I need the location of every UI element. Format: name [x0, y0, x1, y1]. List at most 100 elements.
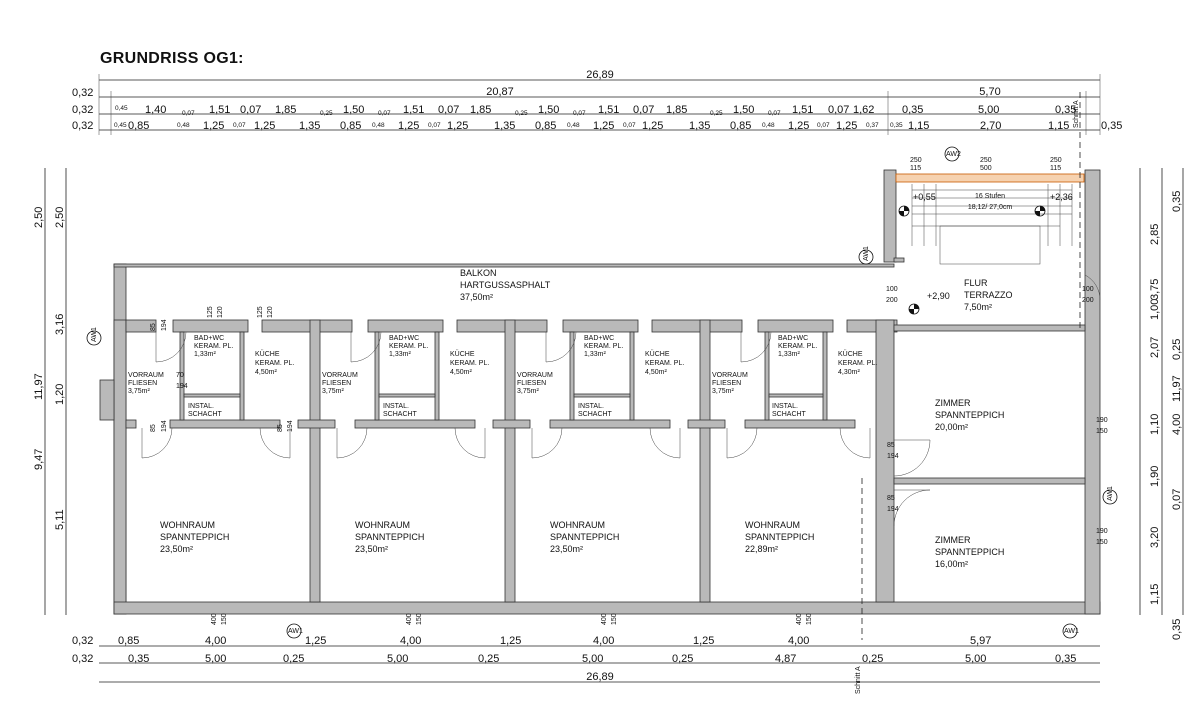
dim-top-r2-14: 1,50 [538, 104, 559, 116]
vorraum-label: VORRAUM [128, 372, 164, 379]
dim-top-r3-25: 0,37 [866, 122, 879, 129]
dim-top-r3-15: 0,48 [567, 122, 580, 129]
dim-top-r3-28: 2,70 [980, 120, 1001, 132]
vorraum-area: 3,75m² [322, 388, 344, 395]
aw1-right: AW1 [1107, 486, 1114, 501]
aw1-bottom-right: AW1 [1064, 628, 1079, 635]
level-markers: +0,55 +2,36 +2,90 [898, 192, 1073, 315]
dim-top-r3-24: 1,25 [836, 120, 857, 132]
door2-h: 194 [176, 383, 188, 390]
win-h: 120 [217, 306, 224, 318]
wohnraum-area: 22,89m² [745, 544, 778, 554]
dim-top-r3-19: 1,35 [689, 120, 710, 132]
kueche-material: KERAM. PL. [838, 360, 877, 367]
kueche-material: KERAM. PL. [255, 360, 294, 367]
dim-top-r2-7: 0,25 [320, 110, 333, 117]
dim-bot-r2-2: 5,00 [205, 653, 226, 665]
win-big-w-4: 400 [796, 613, 803, 625]
dim-bot-r2-8: 4,87 [775, 653, 796, 665]
zimmer1-material: SPANNTEPPICH [935, 410, 1004, 420]
kueche-area: 4,50m² [645, 369, 667, 376]
dim-top-r3-27: 1,15 [908, 120, 929, 132]
bad-area: 1,33m² [584, 351, 606, 358]
bad-area: 1,33m² [194, 351, 216, 358]
stair-right-h: 250 [1050, 157, 1062, 164]
dim-bot-r2-6: 5,00 [582, 653, 603, 665]
door-swings [141, 274, 1101, 527]
dim-right-small-3: 0,07 [1171, 489, 1183, 510]
wohnraum-area: 23,50m² [550, 544, 583, 554]
door-w: 85 [150, 323, 157, 331]
dim-top-r2-27: 0,35 [1055, 104, 1076, 116]
door3-h: 194 [161, 420, 168, 432]
right-win-h: 150 [1096, 428, 1108, 435]
dim-top-r3-13: 1,35 [494, 120, 515, 132]
dim-bot-r2-5: 0,25 [478, 653, 499, 665]
dim-left-outer-0: 2,50 [33, 207, 45, 228]
dim-left-inner-1: 3,16 [54, 314, 66, 335]
kueche-label: KÜCHE [255, 350, 280, 358]
schacht-label: INSTAL. [772, 403, 798, 410]
dim-top-r2-5: 0,07 [240, 104, 261, 116]
wohnraum-label: WOHNRAUM [355, 520, 410, 530]
vorraum-area: 3,75m² [517, 388, 539, 395]
dim-bot-r2-3: 0,25 [283, 653, 304, 665]
vorraum-material: FLIESEN [712, 380, 741, 387]
dim-top-r3-11: 0,07 [428, 122, 441, 129]
wohnraum-area: 23,50m² [355, 544, 388, 554]
dim-bot-r1-0: 0,32 [72, 635, 93, 647]
dim-top-r3-6: 1,25 [254, 120, 275, 132]
left-dimensions: 2,50 11,97 9,47 2,50 3,16 1,20 5,11 [33, 168, 67, 615]
dim-right-inner-0: 2,85 [1149, 224, 1161, 245]
wohnraum-area: 23,50m² [160, 544, 193, 554]
aw1-left: AW1 [91, 327, 98, 342]
dim-top-r1-2: 5,70 [979, 86, 1000, 98]
dim-top-r1-0: 0,32 [72, 87, 93, 99]
dim-top-r3-16: 1,25 [593, 120, 614, 132]
dim-top-r3-9: 0,48 [372, 122, 385, 129]
dim-top-r2-3: 0,07 [182, 110, 195, 117]
right-win-w: 190 [1096, 417, 1108, 424]
wohnraum-label: WOHNRAUM [745, 520, 800, 530]
zimmer2-area: 16,00m² [935, 559, 968, 569]
top-dimensions: 26,89 0,32 20,87 5,70 0,32 0,45 1,40 0,0… [72, 69, 1122, 135]
right-win2-h: 150 [1096, 539, 1108, 546]
schacht-label-2: SCHACHT [772, 411, 807, 418]
unit-2: WOHNRAUM SPANNTEPPICH 23,50m² KÜCHE KERA… [322, 335, 489, 554]
dim-left-inner-2: 1,20 [54, 384, 66, 405]
door2-w: 70 [176, 372, 184, 379]
win-big-h: 150 [221, 613, 228, 625]
win-big-w: 400 [211, 613, 218, 625]
dim-top-r3-0: 0,32 [72, 120, 93, 132]
kueche-label: KÜCHE [450, 350, 475, 358]
dim-right-small-1: 0,25 [1171, 339, 1183, 360]
balkon-name: BALKON [460, 268, 497, 278]
dim-right-inner-5: 1,10 [1149, 414, 1161, 435]
vorraum-area: 3,75m² [128, 388, 150, 395]
vorraum-label: VORRAUM [322, 372, 358, 379]
entry-door-h: 200 [1082, 297, 1094, 304]
vorraum-material: FLIESEN [517, 380, 546, 387]
zimmer-2: ZIMMER SPANNTEPPICH 16,00m² [935, 535, 1004, 569]
schacht-label: INSTAL. [383, 403, 409, 410]
dim-top-r3-4: 1,25 [203, 120, 224, 132]
walls [99, 169, 1101, 615]
dim-bot-r2-1: 0,35 [128, 653, 149, 665]
vorraum-area: 3,75m² [712, 388, 734, 395]
dim-bot-r1-9: 5,97 [970, 635, 991, 647]
dim-top-r3-12: 1,25 [447, 120, 468, 132]
flur-material: TERRAZZO [964, 290, 1013, 300]
section-label-bottom: Schnitt A [855, 666, 862, 694]
zimmer-door-w: 85 [887, 442, 895, 449]
dim-top-r2-15: 0,07 [573, 110, 586, 117]
stair-label: 16 Stufen [975, 193, 1005, 200]
dim-top-r3-5: 0,07 [233, 122, 246, 129]
aw2-top: AW2 [946, 151, 961, 158]
stair-mid-h: 250 [980, 157, 992, 164]
dim-right-inner-4: 4,00 [1171, 414, 1183, 435]
kueche-area: 4,50m² [255, 369, 277, 376]
dim-top-r3-8: 0,85 [340, 120, 361, 132]
zimmer1-name: ZIMMER [935, 398, 971, 408]
door3-w: 85 [150, 424, 157, 432]
